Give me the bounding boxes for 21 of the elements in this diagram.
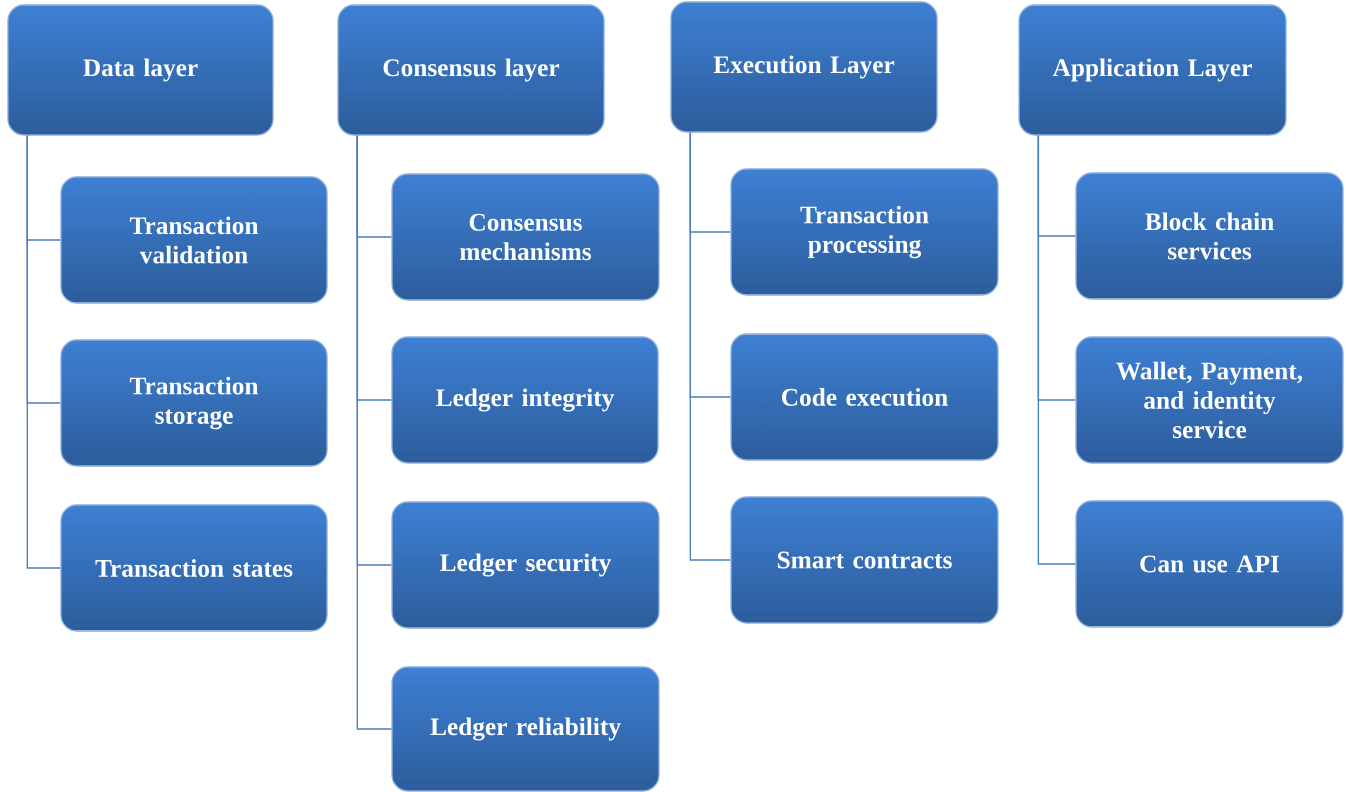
component-box: Transaction processing — [730, 168, 999, 296]
component-box: Can use API — [1075, 500, 1344, 628]
component-box: Code execution — [730, 333, 999, 461]
component-box: Wallet, Payment, and identity service — [1075, 336, 1344, 464]
connector-line — [356, 135, 393, 730]
connector-line — [1037, 135, 1077, 565]
component-box: Transaction storage — [60, 339, 328, 467]
component-box: Smart contracts — [730, 496, 999, 624]
layer-box: Consensus layer — [337, 4, 605, 136]
component-box: Ledger integrity — [391, 336, 659, 464]
component-box: Ledger security — [391, 501, 660, 629]
component-box: Transaction states — [60, 504, 328, 632]
layer-box: Data layer — [7, 4, 274, 136]
component-box: Consensus mechanisms — [391, 173, 660, 301]
layer-box: Application Layer — [1018, 4, 1287, 136]
connector-line — [689, 132, 732, 561]
layer-box: Execution Layer — [670, 1, 938, 133]
component-box: Ledger reliability — [391, 666, 660, 792]
component-box: Transaction validation — [60, 176, 328, 304]
connector-line — [26, 135, 61, 569]
component-box: Block chain services — [1075, 172, 1344, 300]
